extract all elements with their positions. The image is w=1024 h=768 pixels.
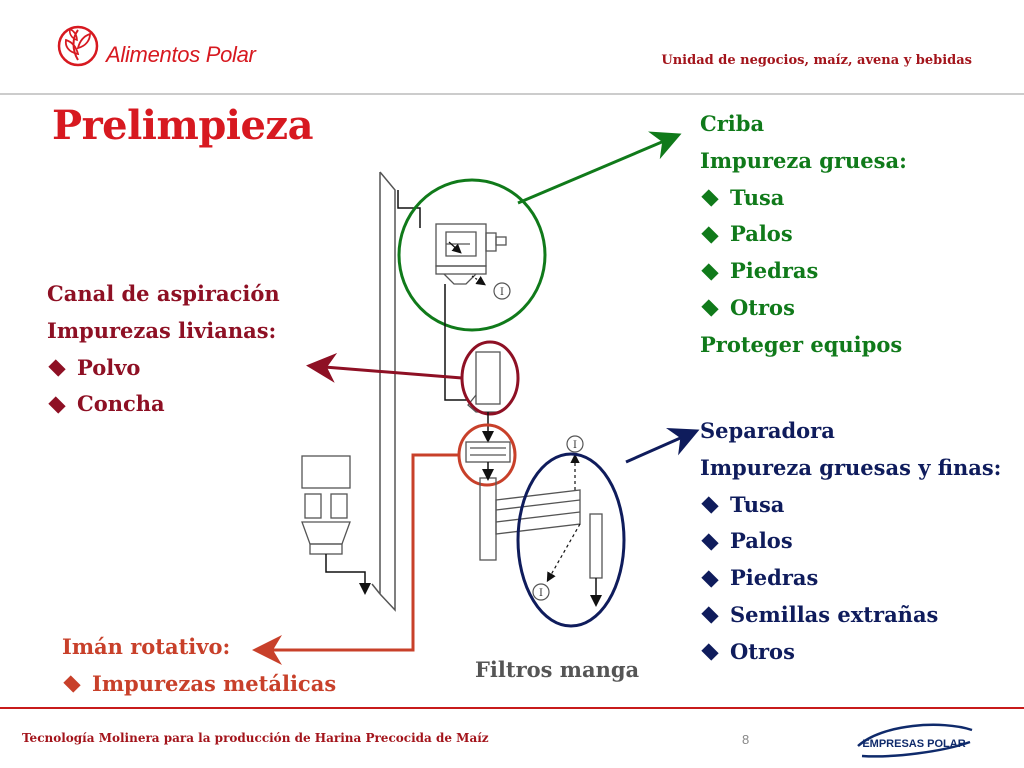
footer-course-title: Tecnología Molinera para la producción d…	[22, 731, 489, 745]
alimentos-polar-logo	[57, 25, 99, 67]
list-item: Piedras	[700, 253, 907, 290]
footer-divider	[0, 707, 1024, 709]
fan-icon	[566, 435, 584, 453]
separator-highlight	[516, 452, 626, 628]
separator-heading: Separadora	[700, 418, 835, 443]
list-item: Polvo	[47, 350, 280, 387]
list-item: Palos	[700, 523, 1001, 560]
bucket-elevator	[371, 171, 396, 612]
list-item: Tusa	[700, 180, 907, 217]
list-item: Concha	[47, 386, 280, 423]
separator-text-block: Separadora Impureza gruesas y finas: Tus…	[700, 413, 1001, 671]
criba-highlight	[397, 178, 547, 332]
filters-label: Filtros manga	[475, 657, 640, 682]
separator-machine	[479, 477, 603, 579]
magnet-text-block: Imán rotativo: Impurezas metálicas	[62, 629, 336, 703]
criba-subheading: Impureza gruesa:	[700, 147, 907, 173]
list-item: Semillas extrañas	[700, 597, 1001, 634]
fan-icon	[532, 583, 550, 601]
business-unit-label: Unidad de negocios, maíz, avena y bebida…	[661, 53, 972, 68]
diamond-bullet-icon	[700, 608, 720, 622]
list-item: Otros	[700, 634, 1001, 671]
criba-machine	[435, 223, 507, 285]
diamond-bullet-icon	[700, 572, 720, 586]
header-divider	[0, 93, 1024, 95]
diamond-bullet-icon	[700, 498, 720, 512]
intake-equipment	[301, 455, 351, 555]
diamond-bullet-icon	[62, 677, 82, 691]
aspiration-text-block: Canal de aspiración Impurezas livianas: …	[47, 276, 280, 423]
diamond-bullet-icon	[700, 535, 720, 549]
empresas-polar-logo: EMPRESAS POLAR	[857, 723, 973, 758]
fan-icon	[493, 282, 511, 300]
list-item: Palos	[700, 216, 907, 253]
list-item: Piedras	[700, 560, 1001, 597]
empresas-polar-wordmark: EMPRESAS POLAR	[862, 738, 965, 750]
criba-text-block: Criba Impureza gruesa: Tusa Palos Piedra…	[700, 106, 907, 364]
diamond-bullet-icon	[47, 398, 67, 412]
diamond-bullet-icon	[700, 265, 720, 279]
slide-title: Prelimpieza	[52, 102, 314, 149]
diamond-bullet-icon	[700, 645, 720, 659]
brand-name: Alimentos Polar	[106, 42, 256, 67]
separator-subheading: Impureza gruesas y finas:	[700, 454, 1002, 480]
diamond-bullet-icon	[47, 361, 67, 375]
rotary-magnet	[465, 441, 511, 463]
list-item: Impurezas metálicas	[62, 666, 336, 703]
fan-label: I	[573, 440, 577, 451]
magnet-heading: Imán rotativo:	[62, 634, 231, 659]
criba-heading: Criba	[700, 111, 765, 136]
aspiration-channel	[467, 351, 501, 413]
diamond-bullet-icon	[700, 301, 720, 315]
list-item: Tusa	[700, 487, 1001, 524]
aspiration-highlight	[460, 340, 520, 416]
diamond-bullet-icon	[700, 228, 720, 242]
fan-label: I	[539, 588, 543, 599]
aspiration-subheading: Impurezas livianas:	[47, 317, 277, 343]
aspiration-heading: Canal de aspiración	[47, 281, 280, 306]
page-number: 8	[742, 732, 750, 747]
diamond-bullet-icon	[700, 191, 720, 205]
list-item: Otros	[700, 290, 907, 327]
fan-label: I	[500, 287, 504, 298]
criba-footer: Proteger equipos	[700, 331, 903, 357]
